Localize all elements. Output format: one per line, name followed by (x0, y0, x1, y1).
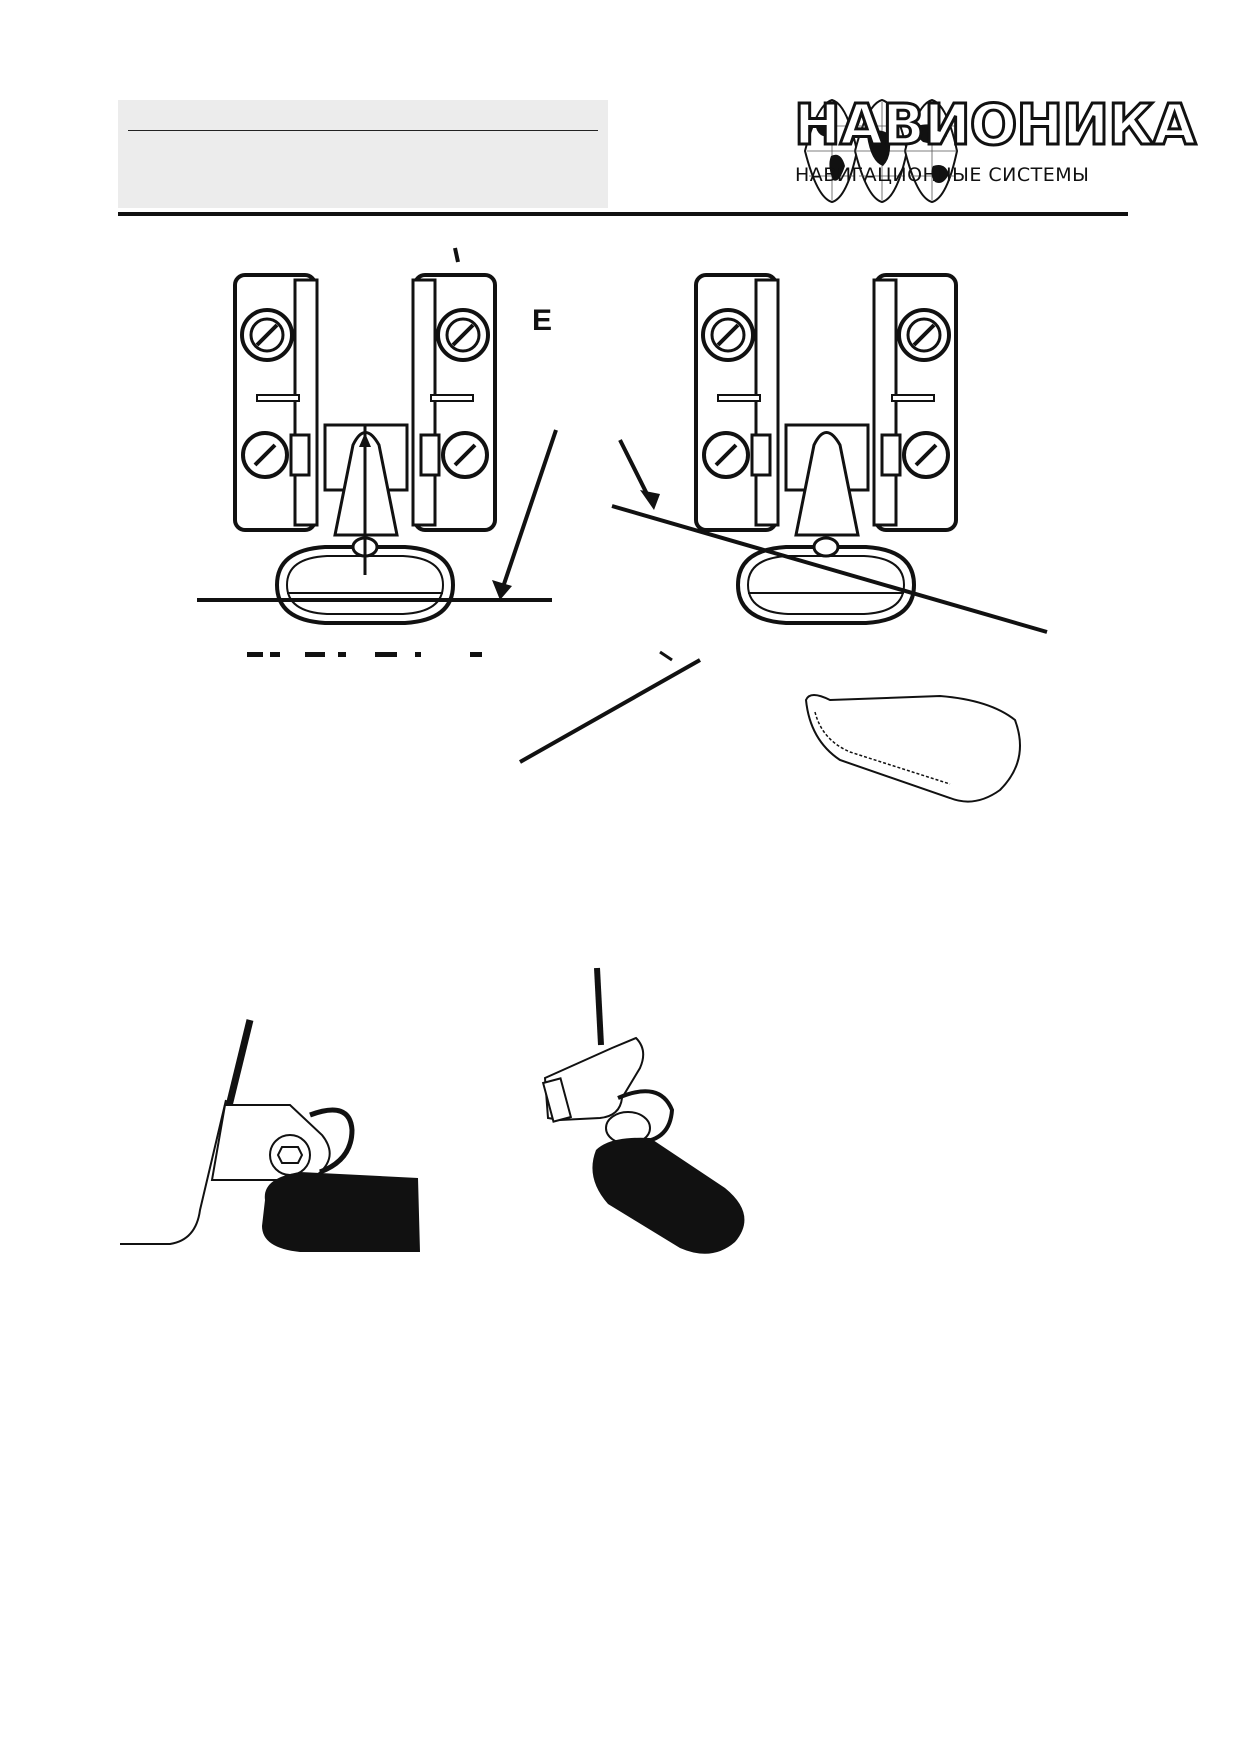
transom-side-view-left (120, 1019, 420, 1252)
header-divider (128, 130, 598, 131)
header-title-box (118, 100, 608, 208)
globe-segments-icon (803, 98, 959, 204)
transducer-hand-view-right (541, 967, 745, 1254)
header-rule (118, 212, 1128, 216)
brand-subtitle: НАВИГАЦИОННЫЕ СИСТЕМЫ (795, 164, 1090, 186)
brand-name: НАВИОНИКА (792, 93, 1197, 158)
figure-label: E (532, 304, 553, 337)
